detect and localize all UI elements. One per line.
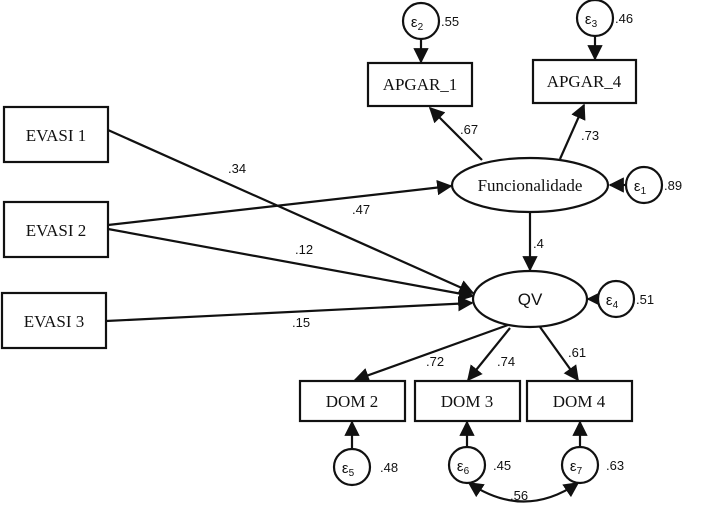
path-func-apgar4 — [558, 103, 586, 160]
coef-evasi2-qv: .12 — [295, 242, 313, 257]
path-qv-dom2 — [353, 323, 509, 383]
node-apgar4 — [531, 58, 638, 105]
svg-text:ε1: ε1 — [634, 178, 647, 197]
svg-text:ε3: ε3 — [585, 11, 598, 30]
coef-e6-e7-cov: .56 — [510, 488, 528, 503]
node-evasi3 — [0, 291, 108, 350]
path-evasi3-qv — [105, 295, 474, 323]
node-qv — [471, 269, 589, 329]
error-e5-value: .48 — [380, 460, 398, 475]
label-apgar1: APGAR_1 — [383, 75, 458, 94]
coef-evasi2-func: .47 — [352, 202, 370, 217]
error-e6-value: .45 — [493, 458, 511, 473]
label-dom3: DOM 3 — [441, 392, 493, 411]
error-e1-value: .89 — [664, 178, 682, 193]
error-e7: ε7 .63 — [560, 445, 624, 485]
error-e3-value: .46 — [615, 11, 633, 26]
error-e4: ε4 .51 — [596, 279, 654, 319]
node-apgar1 — [366, 61, 474, 108]
svg-text:ε6: ε6 — [457, 458, 470, 477]
node-dom2 — [298, 379, 407, 423]
coef-qv-dom3: .74 — [497, 354, 515, 369]
svg-text:ε5: ε5 — [342, 460, 355, 479]
svg-text:ε7: ε7 — [570, 458, 583, 477]
path-qv-dom4 — [539, 326, 579, 382]
coef-qv-dom2: .72 — [426, 354, 444, 369]
label-dom2: DOM 2 — [326, 392, 378, 411]
error-e4-value: .51 — [636, 292, 654, 307]
path-evasi1-qv — [107, 128, 475, 295]
label-dom4: DOM 4 — [553, 392, 606, 411]
label-evasi1: EVASI 1 — [26, 126, 87, 145]
error-e7-value: .63 — [606, 458, 624, 473]
svg-text:ε2: ε2 — [411, 14, 424, 33]
path-evasi2-funcionalidade — [107, 179, 453, 227]
node-evasi1 — [2, 105, 110, 164]
covariance-e6-e7 — [467, 482, 580, 503]
coef-qv-dom4: .61 — [568, 345, 586, 360]
node-dom4 — [525, 379, 634, 423]
error-e2-value: .55 — [441, 14, 459, 29]
path-evasi2-qv — [107, 227, 475, 302]
node-evasi2 — [2, 200, 110, 259]
error-e6: ε6 .45 — [447, 445, 511, 485]
error-e5: ε5 .48 — [332, 447, 398, 487]
node-funcionalidade — [450, 156, 610, 214]
label-funcionalidade: Funcionalidade — [478, 176, 583, 195]
error-e3: ε3 .46 — [575, 0, 633, 38]
coef-func-qv: .4 — [533, 236, 544, 251]
label-evasi3: EVASI 3 — [24, 312, 85, 331]
label-qv: QV — [518, 290, 543, 309]
label-apgar4: APGAR_4 — [547, 72, 622, 91]
path-qv-dom3 — [467, 327, 511, 382]
coef-evasi3-qv: .15 — [292, 315, 310, 330]
path-func-apgar1 — [428, 106, 483, 161]
coef-func-apgar1: .67 — [460, 122, 478, 137]
label-evasi2: EVASI 2 — [26, 221, 87, 240]
node-dom3 — [413, 379, 522, 423]
coef-evasi1-qv: .34 — [228, 161, 246, 176]
svg-text:ε4: ε4 — [606, 292, 619, 311]
error-e2: ε2 .55 — [401, 1, 459, 41]
coef-func-apgar4: .73 — [581, 128, 599, 143]
error-e1: ε1 .89 — [624, 165, 682, 205]
